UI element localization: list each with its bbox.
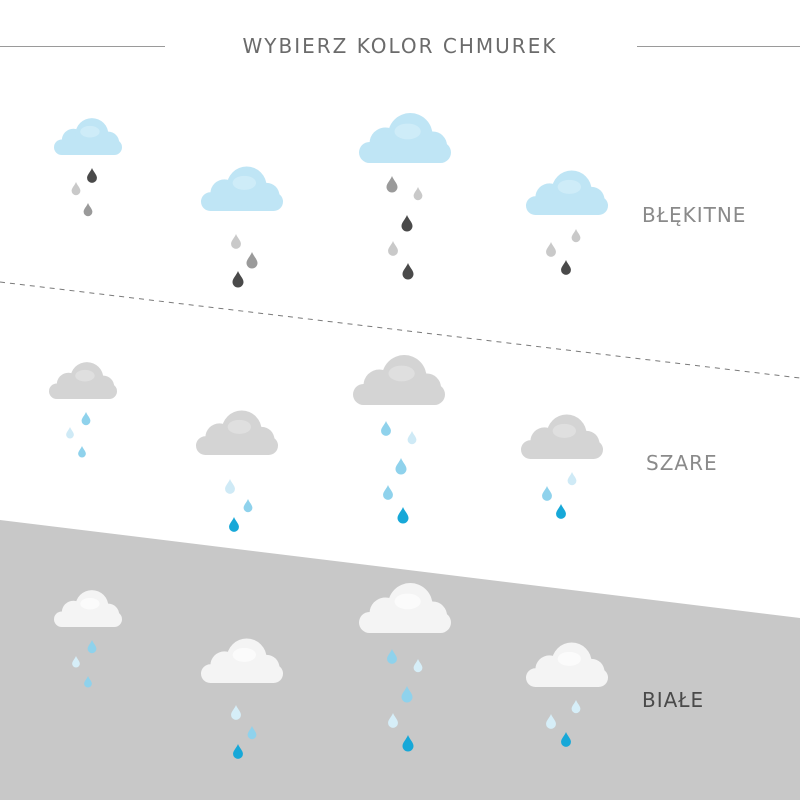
raindrop-icon: [386, 176, 398, 193]
cloud-icon: [196, 410, 278, 455]
raindrop-icon: [231, 234, 241, 249]
raindrop-icon: [247, 726, 257, 740]
label-grey: SZARE: [646, 451, 718, 475]
raindrop-icon: [387, 649, 397, 664]
raindrop-icon: [388, 713, 398, 728]
raindrop-icon: [66, 427, 74, 439]
cloud-icon: [54, 118, 122, 155]
raindrop-icon: [383, 485, 393, 500]
raindrop-icon: [567, 472, 577, 486]
raindrop-icon: [546, 714, 556, 729]
label-blue: BŁĘKITNE: [642, 203, 747, 227]
raindrop-icon: [571, 700, 581, 714]
label-white: BIAŁE: [642, 688, 705, 712]
cloud-icon: [359, 113, 451, 163]
raindrop-icon: [232, 271, 244, 288]
raindrop-icon: [231, 705, 241, 720]
raindrop-icon: [233, 744, 243, 759]
raindrop-icon: [401, 686, 413, 703]
cloud-icon: [54, 590, 122, 627]
raindrop-icon: [87, 640, 97, 654]
raindrop-icon: [229, 517, 239, 532]
raindrop-icon: [407, 431, 417, 445]
raindrop-icon: [401, 215, 413, 232]
title-rule-left: [0, 46, 165, 47]
raindrop-icon: [402, 263, 414, 280]
raindrop-icon: [395, 458, 407, 475]
raindrop-icon: [243, 499, 253, 513]
raindrop-icon: [413, 659, 423, 673]
cloud-icon: [201, 166, 283, 211]
page-title: WYBIERZ KOLOR CHMUREK: [242, 34, 558, 58]
raindrop-icon: [413, 187, 423, 201]
bottom-grey-panel: [0, 520, 800, 800]
cloud-icon: [526, 170, 608, 215]
raindrop-icon: [546, 242, 556, 257]
raindrop-icon: [81, 412, 91, 426]
raindrop-icon: [225, 479, 235, 494]
raindrop-icon: [556, 504, 566, 519]
raindrop-icon: [83, 203, 93, 217]
raindrop-icon: [78, 446, 86, 458]
cloud-icon: [526, 642, 608, 687]
cloud-icon: [359, 583, 451, 633]
raindrop-icon: [84, 676, 92, 688]
raindrop-icon: [246, 252, 258, 269]
cloud-icon: [353, 355, 445, 405]
raindrop-icon: [561, 732, 571, 747]
raindrop-icon: [72, 656, 80, 668]
raindrop-icon: [388, 241, 398, 256]
cloud-icon: [521, 414, 603, 459]
raindrop-icon: [561, 260, 571, 275]
raindrop-icon: [381, 421, 391, 436]
cloud-icon: [49, 362, 117, 399]
raindrop-icon: [71, 182, 81, 196]
raindrop-icon: [402, 735, 414, 752]
title-rule-right: [637, 46, 800, 47]
dashed-divider: [0, 281, 800, 379]
raindrop-icon: [87, 168, 97, 183]
raindrop-icon: [397, 507, 409, 524]
raindrop-icon: [542, 486, 552, 501]
raindrop-icon: [571, 229, 581, 243]
cloud-icon: [201, 638, 283, 683]
